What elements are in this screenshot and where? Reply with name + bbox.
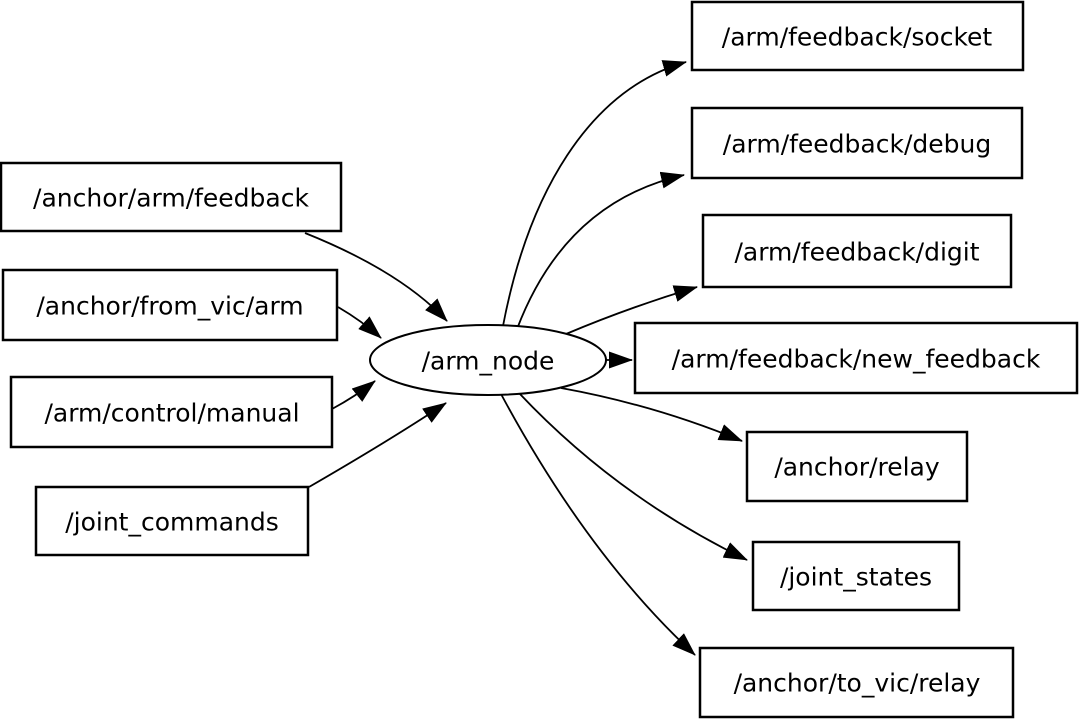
topic-box bbox=[751, 540, 961, 612]
topic-node-arm-control-manual: /arm/control/manual bbox=[9, 375, 334, 449]
topic-box bbox=[34, 485, 310, 557]
topic-node-arm-feedback-debug: /arm/feedback/debug bbox=[690, 106, 1024, 180]
topic-label: /arm/control/manual bbox=[44, 399, 299, 428]
node-label: /arm_node bbox=[422, 347, 555, 376]
topic-label: /anchor/relay bbox=[774, 453, 940, 482]
topic-label: /joint_commands bbox=[65, 508, 279, 537]
topic-box bbox=[690, 106, 1024, 180]
edge-arm-node-to-arm-feedback-debug bbox=[516, 171, 685, 330]
topic-label: /arm/feedback/socket bbox=[722, 23, 993, 52]
topic-node-joint-states: /joint_states bbox=[751, 540, 961, 612]
topic-box bbox=[633, 321, 1079, 395]
topic-node-anchor-relay: /anchor/relay bbox=[745, 430, 969, 503]
topic-label: /arm/feedback/new_feedback bbox=[672, 345, 1041, 374]
edge-arm-node-to-arm-feedback-socket bbox=[502, 60, 687, 327]
topic-label: /joint_states bbox=[780, 563, 932, 592]
node-ellipse bbox=[369, 324, 607, 396]
topic-node-anchor-from-vic-arm: /anchor/from_vic/arm bbox=[1, 268, 339, 342]
topic-label: /anchor/from_vic/arm bbox=[36, 292, 303, 321]
topic-box bbox=[9, 375, 334, 449]
topic-box bbox=[1, 268, 339, 342]
edge-arm-node-to-anchor-to-vic-relay bbox=[500, 393, 696, 656]
topic-node-anchor-to-vic-relay: /anchor/to_vic/relay bbox=[698, 646, 1015, 719]
edge-arm-node-to-arm-feedback-digit bbox=[565, 285, 698, 335]
topic-label: /arm/feedback/digit bbox=[734, 238, 979, 267]
topic-label: /anchor/arm/feedback bbox=[33, 184, 309, 213]
edge-arm-node-to-anchor-relay bbox=[560, 387, 743, 442]
topic-node-arm-feedback-new-feedback: /arm/feedback/new_feedback bbox=[633, 321, 1079, 395]
topic-box bbox=[701, 213, 1013, 289]
edge-anchor-from-vic-arm-to-arm-node bbox=[337, 306, 382, 339]
topic-label: /anchor/to_vic/relay bbox=[734, 669, 981, 698]
topic-node-arm-feedback-digit: /arm/feedback/digit bbox=[701, 213, 1013, 289]
edge-arm-node-to-joint-states bbox=[518, 392, 748, 561]
topic-box bbox=[745, 430, 969, 503]
edge-arm-control-manual-to-arm-node bbox=[331, 380, 376, 410]
ros-node-arm-node: /arm_node bbox=[369, 324, 607, 396]
edge-anchor-arm-feedback-to-arm-node bbox=[304, 232, 448, 322]
topic-box bbox=[0, 161, 343, 233]
topic-box bbox=[698, 646, 1015, 719]
topic-box bbox=[690, 0, 1025, 72]
topic-label: /arm/feedback/debug bbox=[723, 130, 991, 159]
topic-node-arm-feedback-socket: /arm/feedback/socket bbox=[690, 0, 1025, 72]
edge-joint-commands-to-arm-node bbox=[308, 402, 447, 488]
topic-node-anchor-arm-feedback: /anchor/arm/feedback bbox=[0, 161, 343, 233]
topic-node-joint-commands: /joint_commands bbox=[34, 485, 310, 557]
